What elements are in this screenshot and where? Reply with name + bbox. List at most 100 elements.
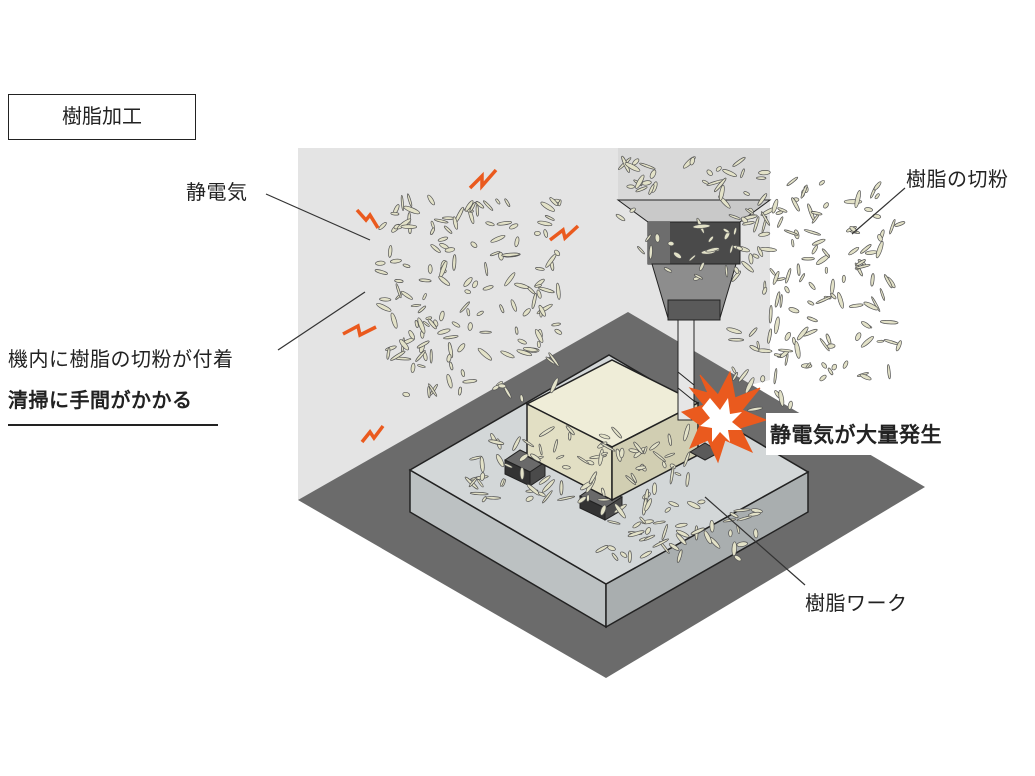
resin-chip <box>894 221 906 227</box>
resin-chip <box>796 263 801 277</box>
resin-chip <box>854 190 861 209</box>
resin-chip <box>627 530 645 537</box>
resin-chip <box>482 285 494 291</box>
resin-chip <box>452 254 457 271</box>
resin-chip <box>400 194 404 212</box>
resin-chip <box>514 236 520 248</box>
resin-chip <box>390 350 406 361</box>
resin-chip <box>675 529 690 538</box>
resin-chip <box>697 499 706 505</box>
resin-chip <box>500 478 505 487</box>
resin-chip <box>400 290 413 300</box>
resin-chip <box>799 273 806 283</box>
resin-chip <box>784 332 791 341</box>
label-resin-work: 樹脂ワーク <box>805 591 908 615</box>
resin-chip <box>475 201 485 209</box>
resin-chip <box>811 245 818 255</box>
resin-chip <box>483 200 494 211</box>
resin-chip <box>714 177 727 193</box>
resin-chip <box>794 341 801 359</box>
resin-chip <box>773 353 781 357</box>
resin-chip <box>402 263 411 268</box>
resin-chip <box>562 465 571 470</box>
resin-chip <box>538 426 555 437</box>
resin-chip <box>611 426 623 439</box>
resin-chip <box>488 439 505 445</box>
resin-chip <box>452 216 459 230</box>
resin-chip <box>729 244 734 254</box>
resin-chip <box>519 394 524 403</box>
resin-chip <box>692 223 711 229</box>
resin-chip <box>735 245 743 251</box>
resin-chip <box>544 215 555 221</box>
leader-chips-adhere <box>277 291 366 351</box>
resin-chip <box>772 270 780 285</box>
label-static-generated: 静電気が大量発生 <box>766 413 946 455</box>
resin-chip <box>577 496 587 504</box>
title-box: 樹脂加工 <box>8 94 196 140</box>
resin-chip <box>777 207 788 213</box>
resin-chip <box>796 326 809 341</box>
resin-chip <box>777 216 784 228</box>
resin-chip <box>693 273 704 280</box>
resin-chip <box>399 339 409 351</box>
resin-chip <box>889 218 896 235</box>
resin-chip <box>501 252 520 257</box>
resin-chip <box>823 202 829 209</box>
resin-chip <box>644 498 653 512</box>
resin-chip <box>705 247 720 253</box>
resin-chip <box>669 465 675 485</box>
resin-chip <box>683 423 690 442</box>
resin-chip <box>467 322 473 331</box>
resin-chip <box>386 347 391 360</box>
resin-chip <box>627 550 632 564</box>
resin-chip <box>395 283 402 299</box>
resin-chip <box>745 208 755 216</box>
resin-chip <box>500 350 515 359</box>
resin-chip <box>728 529 733 538</box>
resin-chip <box>517 338 527 345</box>
resin-chip <box>479 330 492 334</box>
resin-chip <box>504 272 516 287</box>
resin-chip <box>842 360 849 369</box>
resin-chip <box>437 328 451 335</box>
resin-chip <box>519 453 529 462</box>
resin-chip <box>732 372 739 381</box>
resin-chip <box>757 246 764 257</box>
resin-chip <box>673 251 682 259</box>
resin-chip <box>549 197 559 207</box>
resin-chip <box>667 433 672 446</box>
resin-chip <box>410 362 416 374</box>
resin-chip <box>446 353 452 363</box>
resin-chip <box>661 523 668 541</box>
resin-chip <box>530 453 541 462</box>
resin-chip <box>586 494 590 502</box>
resin-chip <box>427 194 435 206</box>
resin-chip <box>463 277 473 287</box>
resin-chip <box>394 279 404 283</box>
resin-chip <box>514 282 529 289</box>
resin-chip <box>760 211 771 226</box>
resin-chip <box>468 477 478 488</box>
resin-chip <box>787 400 793 410</box>
resin-chip <box>887 364 891 380</box>
resin-chip <box>785 268 792 284</box>
resin-chip <box>778 348 794 353</box>
resin-chip <box>643 446 648 455</box>
resin-chip <box>773 368 778 385</box>
resin-chip <box>736 515 753 522</box>
resin-chip <box>553 439 558 453</box>
resin-chip <box>389 258 402 264</box>
resin-chip <box>538 286 555 294</box>
resin-chip <box>481 496 487 503</box>
resin-chip <box>768 304 773 324</box>
resin-chip <box>749 345 760 352</box>
resin-chip <box>740 168 745 179</box>
resin-chip <box>477 479 484 488</box>
resin-chip <box>525 495 534 502</box>
resin-chip <box>784 286 790 294</box>
resin-chip <box>703 530 712 545</box>
resin-chip <box>668 543 680 551</box>
resin-chip <box>484 261 489 277</box>
resin-chip <box>829 292 837 300</box>
